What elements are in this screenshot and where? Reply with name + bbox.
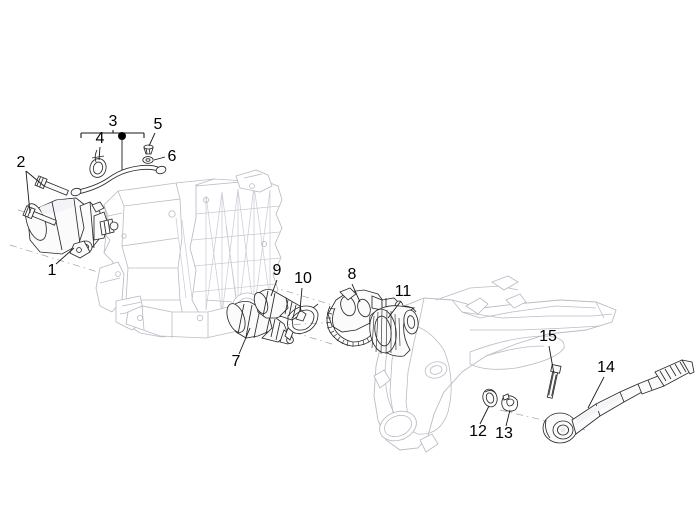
callout-label-1: 1 (48, 262, 57, 279)
callout-label-10: 10 (294, 270, 312, 287)
terminal-nut (143, 144, 154, 155)
terminal-washer (142, 156, 154, 164)
transmission-cover (373, 275, 617, 453)
callout-label-13: 13 (495, 425, 513, 442)
engine-crankcase (95, 169, 283, 339)
starter-mounting-bolts (22, 175, 69, 226)
callout-label-6: 6 (168, 148, 177, 165)
callout-label-12: 12 (469, 423, 487, 440)
callout-3-bracket (80, 130, 145, 138)
callout-label-5: 5 (154, 116, 163, 133)
starter-ring-gear (369, 305, 419, 357)
cable-node-dot (118, 132, 126, 140)
callout-label-14: 14 (597, 359, 615, 376)
callout-label-8: 8 (348, 266, 357, 283)
callout-label-7: 7 (232, 353, 241, 370)
cable-clamp (89, 149, 107, 178)
leader-lines (25, 132, 605, 427)
circlip (501, 393, 519, 412)
callout-labels: 1 2 3 4 5 6 7 8 9 10 11 12 13 14 15 (17, 113, 615, 442)
callout-label-3: 3 (109, 113, 118, 130)
callout-label-9: 9 (273, 262, 282, 279)
callout-label-11: 11 (395, 283, 412, 300)
starter-motor-body (25, 197, 119, 259)
callout-label-15: 15 (539, 328, 557, 345)
kick-start-lever (542, 359, 695, 444)
washer (482, 388, 498, 408)
idler-gear-small (253, 289, 307, 322)
callout-label-4: 4 (96, 130, 105, 147)
callout-label-2: 2 (17, 154, 26, 171)
starter-cable-assembly (70, 144, 167, 197)
spring-clip (284, 303, 319, 341)
